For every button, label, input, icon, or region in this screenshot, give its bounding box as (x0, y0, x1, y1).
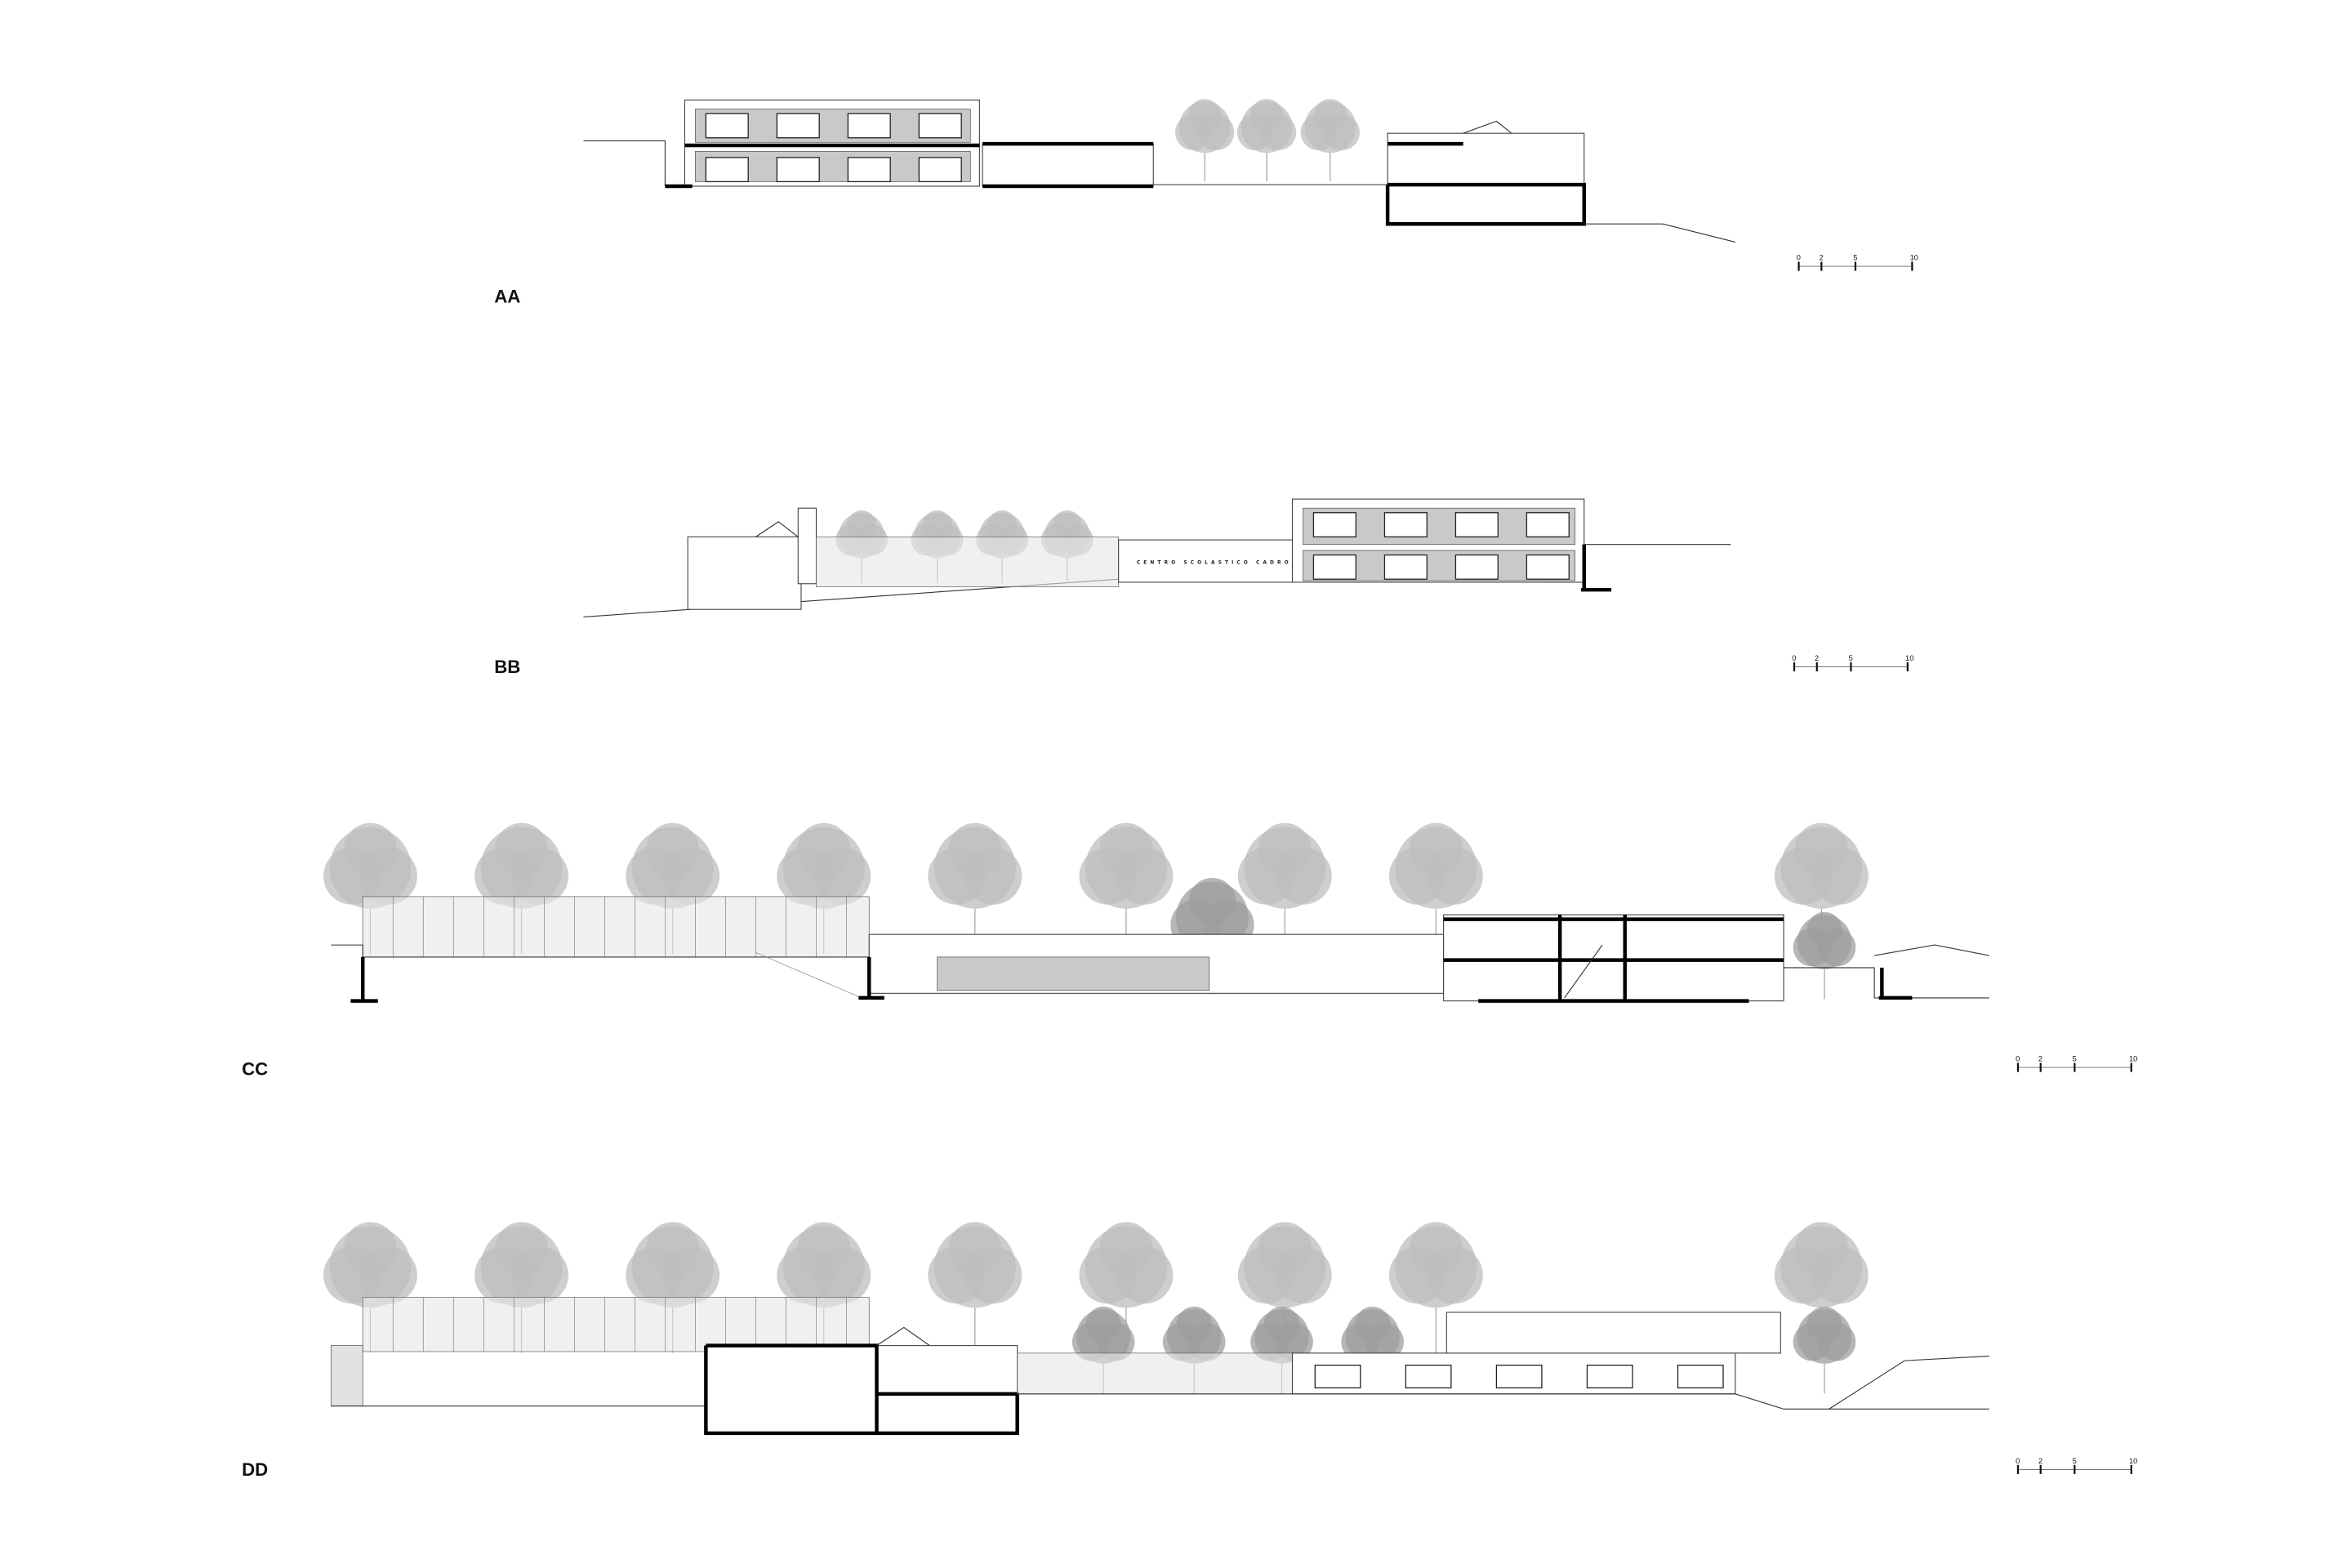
scale-tick-label: 0 (1792, 654, 1796, 662)
tree-icon (1236, 99, 1297, 181)
tree-icon (928, 1222, 1022, 1353)
scale-tick-label: 5 (2073, 1457, 2077, 1465)
section-label-cc: CC (242, 1058, 268, 1079)
window (1454, 554, 1499, 580)
tree-icon (1071, 1306, 1135, 1394)
section-label-aa: AA (494, 286, 520, 306)
scale-tick-label: 0 (2016, 1457, 2020, 1465)
window (1495, 1365, 1543, 1389)
section-label-bb: BB (494, 657, 520, 677)
section-label-dd: DD (242, 1459, 268, 1480)
tree-icon (474, 822, 569, 954)
tree-icon (626, 822, 720, 954)
scale-tick-label: 5 (1849, 654, 1853, 662)
window (847, 157, 891, 183)
tree-icon (1774, 822, 1869, 954)
tree-icon (1237, 822, 1332, 954)
tree-icon (1793, 1306, 1856, 1394)
window (776, 113, 820, 139)
section-bb: CENTRO SCOLASTICO CADRO BB 0 2 5 10 (494, 498, 1913, 677)
window (1383, 512, 1428, 538)
section-cc: CC 0 2 5 10 (242, 822, 2137, 1079)
tree-icon (1793, 911, 1856, 1000)
scale-bar-aa: 0 2 5 10 (1797, 254, 1918, 271)
window (1526, 554, 1570, 580)
tree-icon (474, 1222, 569, 1353)
tree-icon (1300, 99, 1360, 181)
building-lettering: CENTRO SCOLASTICO CADRO (1137, 561, 1292, 566)
window (1312, 512, 1356, 538)
scale-tick-label: 2 (2038, 1457, 2042, 1465)
scale-bar-cc: 0 2 5 10 (2016, 1055, 2137, 1072)
tree-icon (323, 822, 417, 954)
scale-bar-bb: 0 2 5 10 (1792, 654, 1913, 672)
tree-icon (777, 822, 871, 954)
section-dd: DD 0 2 5 10 (242, 1222, 2137, 1480)
scale-tick-label: 2 (2038, 1055, 2042, 1063)
tree-icon (1079, 822, 1174, 954)
tree-icon (1174, 99, 1235, 181)
tree-icon (1774, 1222, 1869, 1353)
scale-tick-label: 2 (1820, 254, 1824, 262)
window (847, 113, 891, 139)
window (1312, 554, 1356, 580)
tree-icon (1237, 1222, 1332, 1353)
window (1454, 512, 1499, 538)
tree-icon (1388, 822, 1483, 954)
tree-icon (1079, 1222, 1174, 1353)
window (705, 157, 749, 183)
scale-tick-label: 2 (1815, 654, 1819, 662)
tree-icon (323, 1222, 417, 1353)
window (1383, 554, 1428, 580)
scale-tick-label: 0 (1797, 254, 1801, 262)
scale-tick-label: 10 (2129, 1457, 2137, 1465)
window (1677, 1365, 1724, 1389)
tree-icon (1388, 1222, 1483, 1353)
scale-tick-label: 5 (2073, 1055, 2077, 1063)
section-aa: AA 0 2 5 10 (494, 99, 1918, 306)
scale-tick-label: 10 (1905, 654, 1913, 662)
window (1405, 1365, 1452, 1389)
window (1586, 1365, 1633, 1389)
window (776, 157, 820, 183)
window (1526, 512, 1570, 538)
window (918, 157, 962, 183)
window (918, 113, 962, 139)
tree-icon (1341, 1306, 1404, 1394)
tree-icon (928, 822, 1022, 954)
tree-icon (1162, 1306, 1226, 1394)
window (1314, 1365, 1361, 1389)
scale-tick-label: 5 (1853, 254, 1857, 262)
tree-icon (1250, 1306, 1313, 1394)
scale-tick-label: 10 (2129, 1055, 2137, 1063)
window (705, 113, 749, 139)
scale-bar-dd: 0 2 5 10 (2016, 1457, 2137, 1474)
scale-tick-label: 10 (1910, 254, 1918, 262)
scale-tick-label: 0 (2016, 1055, 2020, 1063)
tree-icon (626, 1222, 720, 1353)
